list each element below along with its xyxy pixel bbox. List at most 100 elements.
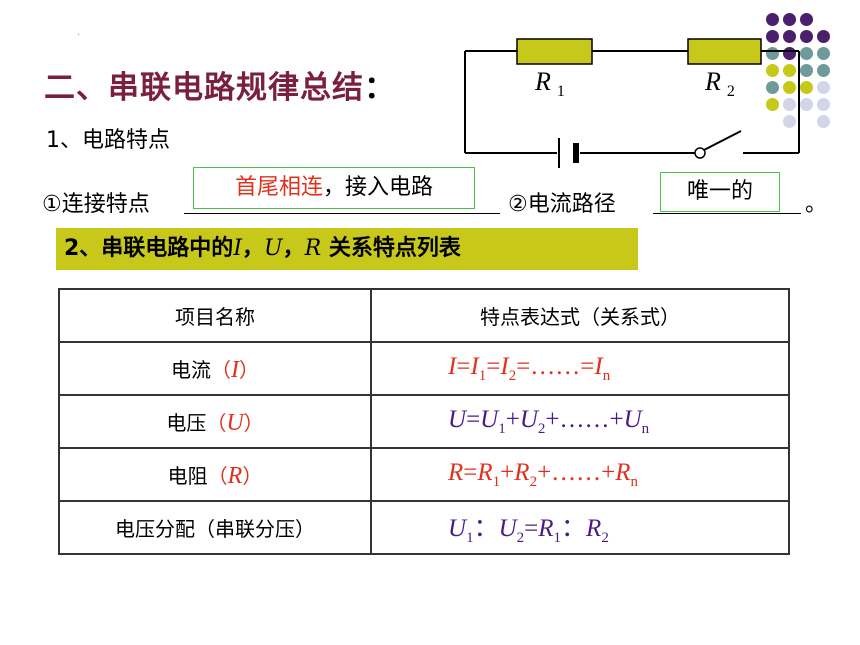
formula-subscript: n — [602, 367, 611, 384]
banner-var-i: I — [233, 236, 243, 261]
formula-operator: = — [524, 515, 539, 542]
formula-operator: = — [466, 405, 481, 433]
decorative-dot — [766, 81, 779, 94]
page-title: 二、串联电路规律总结： — [44, 62, 396, 107]
table-row: 电流（I） I=I1=I2=……=In — [58, 341, 790, 396]
decorative-dot — [800, 81, 813, 94]
formula-operator: = — [456, 352, 471, 380]
table-row: 电压分配（串联分压） U1：U2=R1：R2 — [58, 500, 790, 555]
formula-variable: U — [498, 515, 517, 542]
decorative-dot — [783, 13, 796, 26]
row-current-name: 电流（I） — [58, 341, 372, 396]
resistance-formula: R=R1+R2+……+Rn — [448, 458, 638, 490]
answer-box-path: 唯一的 — [660, 172, 780, 212]
fill-row-2-label: ②电流路径 — [508, 192, 616, 217]
formula-operator: +……+ — [537, 458, 616, 486]
formula-operator: ： — [473, 515, 499, 542]
section1-heading: 1、电路特点 — [46, 128, 170, 153]
formula-variable: R — [615, 458, 631, 486]
decorative-dot — [783, 30, 796, 43]
decorative-dot — [817, 115, 830, 128]
table-row: 电阻（R） R=R1+R2+……+Rn — [58, 447, 790, 502]
decorative-dot: · — [77, 30, 81, 41]
formula-variable: R — [448, 458, 464, 486]
row-current-formula: I=I1=I2=……=In — [370, 341, 790, 396]
formula-operator: = — [486, 352, 501, 380]
series-circuit-table: 项目名称 特点表达式（关系式） 电流（I） I=I1=I2=……=In 电压（U… — [58, 288, 790, 555]
formula-subscript: 2 — [508, 367, 517, 384]
resistor-r2 — [687, 38, 762, 65]
decorative-dot — [817, 81, 830, 94]
row-voltage-name: 电压（U） — [58, 394, 372, 449]
voltage-formula: U=U1+U2+……+Un — [448, 405, 649, 437]
answer-connection-red: 首尾相连 — [234, 175, 323, 200]
fill-row-1-label: ①连接特点 — [42, 192, 150, 217]
decorative-dot — [783, 98, 796, 111]
formula-operator: + — [505, 405, 520, 433]
switch-pivot — [694, 147, 706, 159]
formula-subscript: n — [630, 473, 639, 490]
blank-line-2 — [653, 213, 801, 214]
decorative-dot — [766, 13, 779, 26]
formula-subscript: 2 — [537, 420, 546, 437]
formula-subscript: 2 — [516, 530, 525, 546]
table-row: 电压（U） U=U1+U2+……+Un — [58, 394, 790, 449]
section2-banner: 2、串联电路中的I，U，R 关系特点列表 — [56, 228, 638, 270]
decorative-dot — [817, 30, 830, 43]
formula-variable: U — [519, 405, 538, 433]
row-resistance-name: 电阻（R） — [58, 447, 372, 502]
banner-sep1: ， — [242, 236, 265, 261]
table-header-row: 项目名称 特点表达式（关系式） — [58, 288, 790, 343]
decorative-dot — [783, 115, 796, 128]
header-item-name: 项目名称 — [58, 288, 372, 343]
decorative-dot — [800, 98, 813, 111]
formula-variable: R — [514, 458, 530, 486]
formula-variable: R — [538, 515, 554, 542]
banner-suffix: 关系特点列表 — [328, 236, 461, 261]
row-voltage-division-name: 电压分配（串联分压） — [58, 500, 372, 555]
formula-variable: U — [448, 515, 467, 542]
formula-variable: U — [448, 405, 467, 433]
banner-var-u: U — [264, 236, 283, 261]
formula-operator: + — [500, 458, 515, 486]
blank-line-1 — [184, 213, 500, 214]
formula-subscript: n — [641, 420, 650, 437]
formula-subscript: 1 — [492, 473, 501, 490]
formula-subscript: 2 — [529, 473, 538, 490]
answer-box-connection: 首尾相连，接入电路 — [193, 167, 475, 209]
decorative-dot — [800, 30, 813, 43]
row-voltage-formula: U=U1+U2+……+Un — [370, 394, 790, 449]
current-formula: I=I1=I2=……=In — [448, 352, 610, 384]
decorative-dot — [817, 47, 830, 60]
header-expression: 特点表达式（关系式） — [370, 288, 790, 343]
formula-subscript: 2 — [601, 530, 609, 546]
formula-operator: +……+ — [545, 405, 624, 433]
banner-sep2: ， — [282, 236, 305, 261]
formula-variable: U — [623, 405, 642, 433]
decorative-dot — [783, 81, 796, 94]
formula-variable: R — [586, 515, 602, 542]
decorative-dot — [766, 30, 779, 43]
banner-prefix: 2、串联电路中的 — [64, 236, 234, 261]
decorative-dot — [817, 98, 830, 111]
answer-connection-black: ，接入电路 — [323, 175, 434, 200]
formula-subscript: 1 — [498, 420, 506, 437]
formula-variable: R — [477, 458, 493, 486]
formula-subscript: 1 — [478, 367, 487, 384]
formula-variable: U — [480, 405, 499, 433]
formula-variable: I — [500, 352, 509, 380]
formula-variable: I — [594, 352, 603, 380]
formula-operator: =……= — [516, 352, 595, 380]
title-text: 二、串联电路规律总结 — [44, 70, 364, 106]
resistor-r1 — [516, 38, 593, 65]
row-voltage-division-formula: U1：U2=R1：R2 — [370, 500, 790, 555]
formula-subscript: 1 — [466, 530, 474, 546]
switch-lever — [703, 130, 742, 151]
formula-subscript: 1 — [553, 530, 562, 546]
formula-operator: = — [463, 458, 478, 486]
decorative-dot — [766, 64, 779, 77]
title-colon: ： — [364, 70, 396, 106]
